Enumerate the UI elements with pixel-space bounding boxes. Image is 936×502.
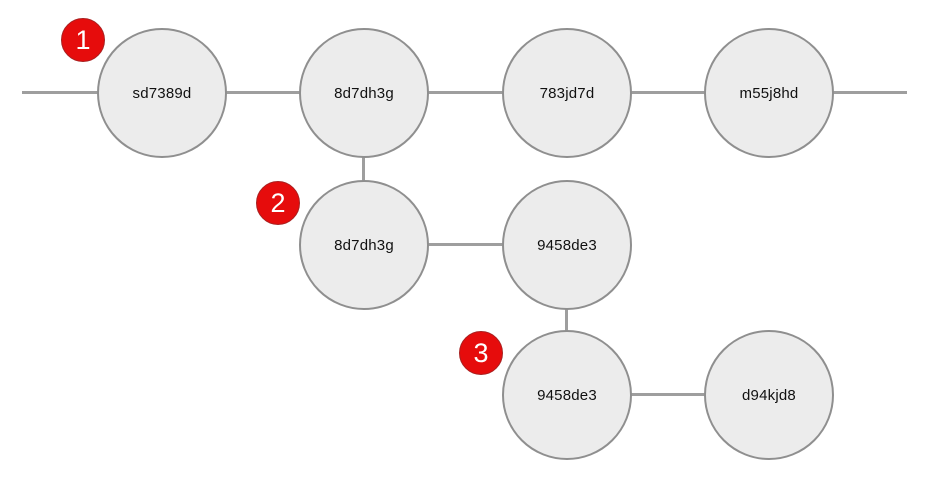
node-783jd7d[interactable]: 783jd7d (502, 28, 632, 158)
badge-number: 2 (270, 187, 286, 218)
node-label: 8d7dh3g (334, 84, 394, 102)
node-label: 9458de3 (537, 386, 597, 404)
node-m55j8hd[interactable]: m55j8hd (704, 28, 834, 158)
edge-row1-horizontal (22, 91, 907, 94)
node-9458de3-row3[interactable]: 9458de3 (502, 330, 632, 460)
node-d94kjd8[interactable]: d94kjd8 (704, 330, 834, 460)
edge-9458de3-branch-vertical (565, 245, 568, 395)
node-label: sd7389d (132, 84, 192, 102)
badge-number: 3 (473, 337, 489, 368)
node-label: m55j8hd (739, 84, 799, 102)
node-label: 9458de3 (537, 236, 597, 254)
edge-8d7dh3g-branch-vertical (362, 93, 365, 245)
node-8d7dh3g-row2[interactable]: 8d7dh3g (299, 180, 429, 310)
node-label: d94kjd8 (742, 386, 796, 404)
edge-row3-horizontal (567, 393, 769, 396)
annotation-badge-1: 1 (61, 18, 105, 62)
node-8d7dh3g-row1[interactable]: 8d7dh3g (299, 28, 429, 158)
annotation-badge-2: 2 (256, 181, 300, 225)
node-9458de3-row2[interactable]: 9458de3 (502, 180, 632, 310)
annotation-badge-3: 3 (459, 331, 503, 375)
badge-number: 1 (75, 24, 91, 55)
node-label: 8d7dh3g (334, 236, 394, 254)
node-label: 783jd7d (539, 84, 595, 102)
node-sd7389d[interactable]: sd7389d (97, 28, 227, 158)
edge-row2-horizontal (364, 243, 567, 246)
